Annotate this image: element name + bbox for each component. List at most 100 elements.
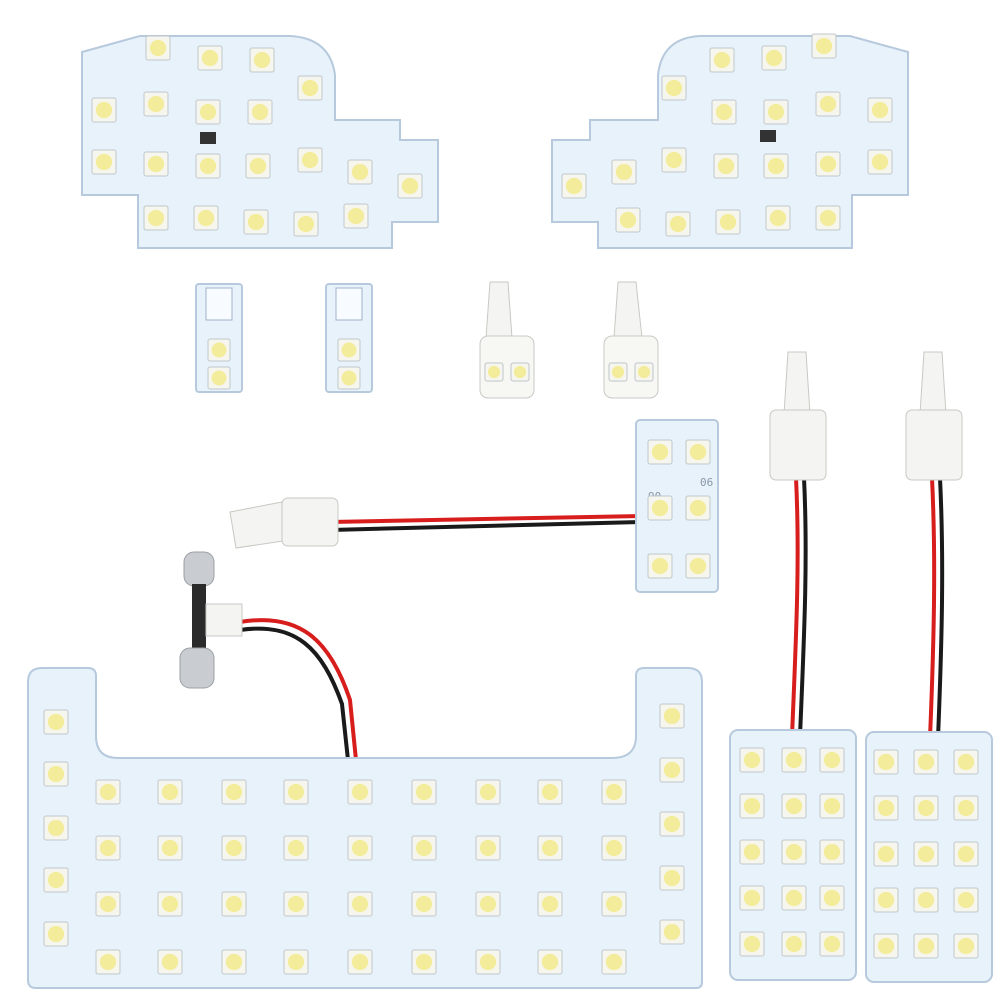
led-chip bbox=[143, 151, 169, 177]
wires bbox=[239, 477, 945, 761]
led-chip bbox=[221, 949, 247, 975]
led-chip bbox=[781, 885, 807, 911]
led-chip bbox=[484, 362, 504, 382]
led-chip bbox=[283, 835, 309, 861]
led-chip bbox=[634, 362, 654, 382]
small-parts: 90 06 bbox=[179, 130, 963, 689]
led-chip bbox=[337, 366, 361, 390]
led-chip bbox=[207, 338, 231, 362]
led-chip bbox=[873, 933, 899, 959]
led-chip bbox=[537, 835, 563, 861]
led-chip bbox=[913, 795, 939, 821]
wire-red bbox=[329, 514, 641, 524]
wire-black bbox=[798, 477, 808, 737]
led-chip bbox=[659, 811, 685, 837]
t10-socket-left bbox=[769, 351, 827, 481]
overhead-right-panel bbox=[551, 35, 909, 249]
led-chip bbox=[195, 153, 221, 179]
led-chip bbox=[873, 795, 899, 821]
led-chip bbox=[601, 779, 627, 805]
led-chip bbox=[411, 949, 437, 975]
resistor bbox=[760, 130, 776, 142]
wire-red bbox=[928, 477, 937, 739]
led-chip bbox=[715, 209, 741, 235]
led-chip bbox=[193, 205, 219, 231]
led-chip bbox=[475, 779, 501, 805]
led-chip bbox=[761, 45, 787, 71]
led-chip bbox=[953, 887, 979, 913]
t10-wedge-bulb-right bbox=[603, 281, 659, 399]
led-chip bbox=[873, 749, 899, 775]
led-chip bbox=[739, 747, 765, 773]
led-chip bbox=[475, 835, 501, 861]
led-chip bbox=[95, 779, 121, 805]
led-chip bbox=[293, 211, 319, 237]
led-chip bbox=[283, 779, 309, 805]
led-chip bbox=[685, 495, 711, 521]
led-chip bbox=[157, 779, 183, 805]
led-chip bbox=[207, 366, 231, 390]
led-chip bbox=[815, 205, 841, 231]
led-chip bbox=[659, 703, 685, 729]
led-chip bbox=[43, 761, 69, 787]
t10-wedge-bulb-left bbox=[479, 281, 535, 399]
led-chip bbox=[601, 949, 627, 975]
led-chip bbox=[283, 949, 309, 975]
led-chip bbox=[647, 553, 673, 579]
wire-black bbox=[239, 626, 350, 761]
festoon-adapter bbox=[179, 551, 243, 689]
led-chip bbox=[661, 75, 687, 101]
led-chip bbox=[739, 793, 765, 819]
led-chip bbox=[781, 793, 807, 819]
led-chip bbox=[819, 747, 845, 773]
led-chip bbox=[815, 91, 841, 117]
led-chip bbox=[157, 949, 183, 975]
led-chip bbox=[739, 931, 765, 957]
led-chip bbox=[411, 835, 437, 861]
led-chip bbox=[195, 99, 221, 125]
led-chip bbox=[659, 865, 685, 891]
led-chip bbox=[608, 362, 628, 382]
led-chip bbox=[953, 933, 979, 959]
led-chip bbox=[347, 949, 373, 975]
led-chip bbox=[819, 793, 845, 819]
led-chip bbox=[615, 207, 641, 233]
led-chip bbox=[647, 439, 673, 465]
led-chip bbox=[347, 159, 373, 185]
led-chip bbox=[221, 779, 247, 805]
led-chip bbox=[221, 835, 247, 861]
led-chip bbox=[197, 45, 223, 71]
led-chip bbox=[953, 841, 979, 867]
led-chip bbox=[95, 949, 121, 975]
led-chip bbox=[157, 835, 183, 861]
large-dome-panel bbox=[27, 667, 703, 989]
led-chip bbox=[739, 839, 765, 865]
led-chip bbox=[95, 891, 121, 917]
led-chip bbox=[43, 709, 69, 735]
led-chip bbox=[537, 779, 563, 805]
t10-socket-right bbox=[905, 351, 963, 481]
led-chip bbox=[247, 99, 273, 125]
overhead-left-panel bbox=[81, 35, 439, 249]
led-chip bbox=[537, 949, 563, 975]
led-chip bbox=[475, 949, 501, 975]
led-chip bbox=[537, 891, 563, 917]
led-chip bbox=[819, 839, 845, 865]
t10-socket-adapter bbox=[229, 497, 339, 549]
led-chip bbox=[913, 749, 939, 775]
wire-black bbox=[329, 520, 641, 532]
led-chip bbox=[763, 99, 789, 125]
led-chip bbox=[91, 149, 117, 175]
led-chip bbox=[347, 835, 373, 861]
wire-black bbox=[936, 477, 945, 739]
led-chip bbox=[953, 795, 979, 821]
t10-pin bbox=[335, 287, 363, 321]
led-chip bbox=[143, 205, 169, 231]
led-chip bbox=[781, 747, 807, 773]
led-chip bbox=[43, 921, 69, 947]
led-chip bbox=[601, 891, 627, 917]
led-chip bbox=[411, 891, 437, 917]
led-chip bbox=[95, 835, 121, 861]
t10-pin bbox=[205, 287, 233, 321]
